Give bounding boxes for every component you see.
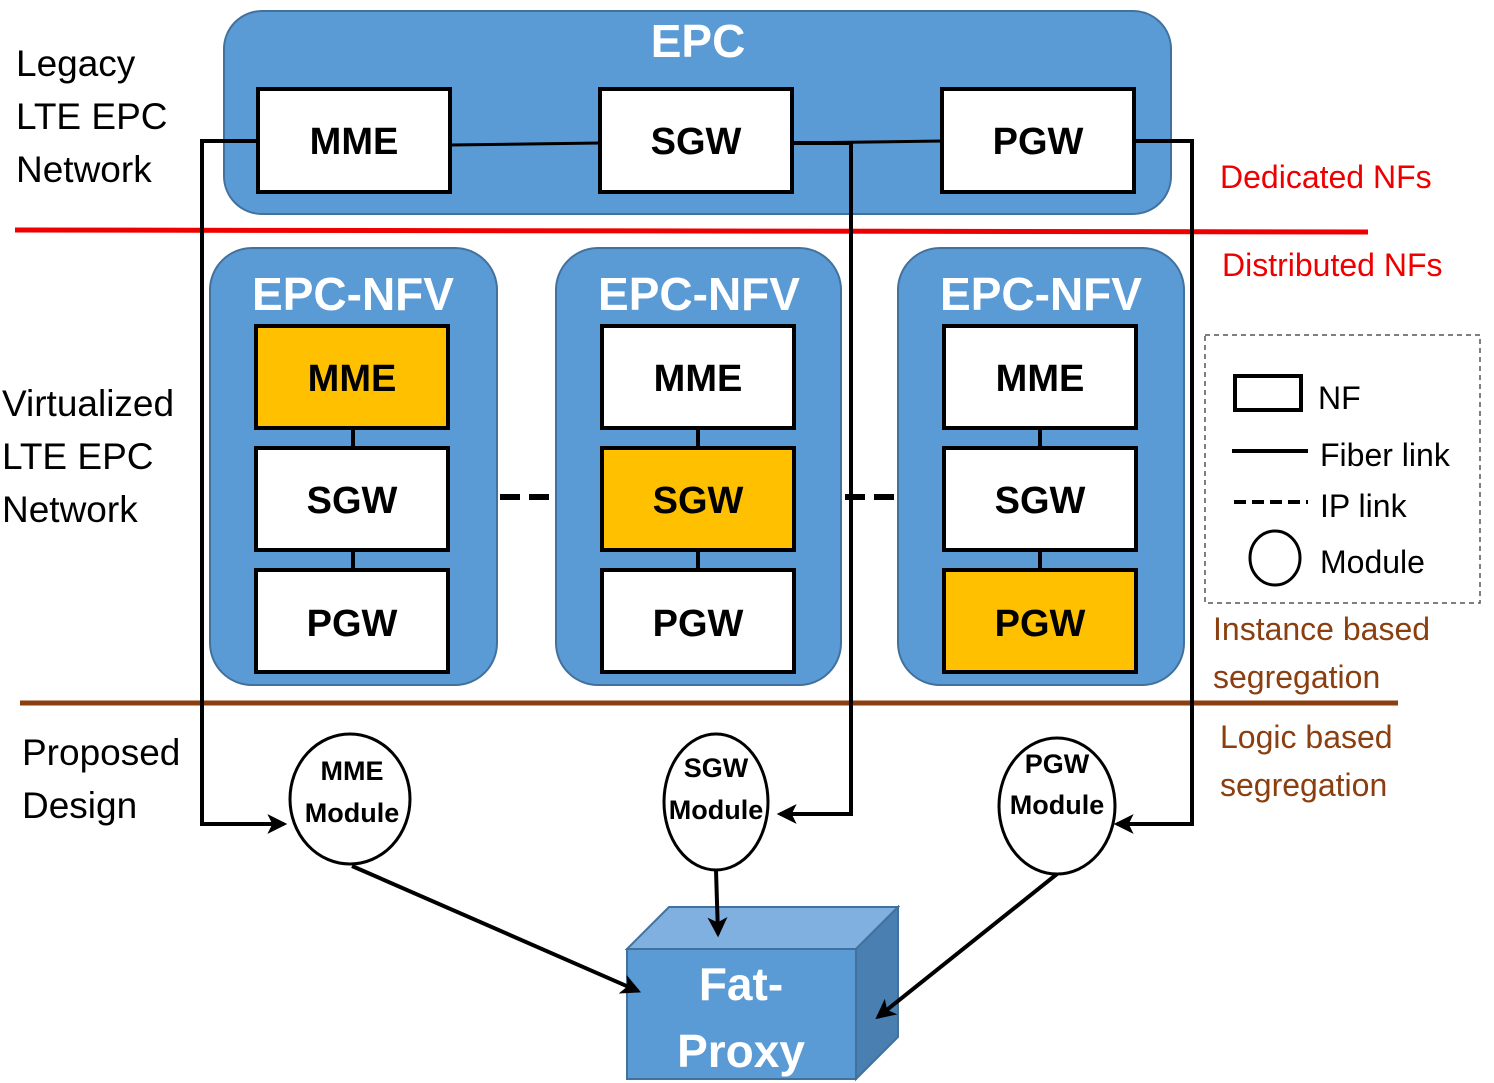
nf-label: PGW <box>307 603 398 645</box>
nf-label: MME <box>996 358 1085 400</box>
nfv-nf-mme[interactable]: MME <box>600 324 796 430</box>
fat-proxy-front-face <box>626 948 857 1080</box>
fat-proxy-label-2: Proxy <box>677 1025 805 1077</box>
nf-label: MME <box>308 358 397 400</box>
module-sgw[interactable]: SGW Module <box>662 732 770 872</box>
nf-label: PGW <box>993 121 1084 163</box>
nf-box-icon <box>1233 374 1303 412</box>
fat-proxy-label-1: Fat- <box>699 958 783 1010</box>
module-label-2: Module <box>669 795 764 825</box>
nfv-nf-sgw[interactable]: SGW <box>254 446 450 552</box>
fiber-link-pgw-module <box>1113 139 1194 834</box>
fiber-link-mme-sgw <box>449 141 601 147</box>
epc-nf-pgw[interactable]: PGW <box>940 87 1136 194</box>
fiber-link-sgw-module <box>776 141 853 824</box>
legacy-line-3: Network <box>16 149 152 190</box>
fiber-link-mme-module <box>200 139 288 834</box>
module-label-1: MME <box>321 756 384 786</box>
module-label-1: SGW <box>684 753 749 783</box>
proposed-line-1: Proposed <box>22 732 180 773</box>
nf-label: SGW <box>651 121 742 163</box>
epc-nfv-instance-1: EPC-NFV MME SGW PGW <box>209 247 498 686</box>
legacy-line-2: LTE EPC <box>16 96 167 137</box>
module-label-2: Module <box>1010 790 1105 820</box>
nfv-nf-pgw[interactable]: PGW <box>942 568 1138 674</box>
section-label-virtualized: Virtualized LTE EPC Network <box>2 383 174 530</box>
nfv-nf-pgw[interactable]: PGW <box>254 568 450 674</box>
module-circle-icon <box>1248 529 1302 587</box>
nfv-nf-mme[interactable]: MME <box>254 324 450 430</box>
epc-nfv-title: EPC-NFV <box>598 268 800 320</box>
epc-nfv-title: EPC-NFV <box>252 268 454 320</box>
nf-label: MME <box>310 121 399 163</box>
epc-nfv-instance-2: EPC-NFV MME SGW PGW <box>555 247 842 686</box>
nf-label: MME <box>654 358 743 400</box>
module-mme[interactable]: MME Module <box>288 732 412 866</box>
nfv-nf-pgw[interactable]: PGW <box>600 568 796 674</box>
arrow-pgw-module-to-proxy <box>875 872 1059 1020</box>
label-dedicated-nfs: Dedicated NFs <box>1220 159 1432 195</box>
label-instance-based-1: Instance based <box>1213 611 1430 647</box>
virtualized-line-1: Virtualized <box>2 383 174 424</box>
nf-label: SGW <box>653 480 744 522</box>
nf-label: SGW <box>307 480 398 522</box>
section-label-legacy: Legacy LTE EPC Network <box>16 43 167 190</box>
legend-ip-link: IP link <box>1320 488 1408 524</box>
epc-nfv-instance-3: EPC-NFV MME SGW PGW <box>897 247 1185 686</box>
legend: NF Fiber link IP link Module <box>1204 334 1481 604</box>
module-label-1: PGW <box>1025 749 1090 779</box>
epc-nfv-title: EPC-NFV <box>940 268 1142 320</box>
nf-label: PGW <box>653 603 744 645</box>
section-label-proposed: Proposed Design <box>22 732 180 826</box>
label-logic-based-2: segregation <box>1220 767 1387 803</box>
nfv-nf-mme[interactable]: MME <box>942 324 1138 430</box>
label-instance-based-2: segregation <box>1213 659 1380 695</box>
virtualized-line-2: LTE EPC <box>2 436 153 477</box>
legend-module: Module <box>1320 544 1425 580</box>
arrow-sgw-module-to-proxy <box>707 869 728 938</box>
nfv-nf-sgw[interactable]: SGW <box>942 446 1138 552</box>
module-pgw[interactable]: PGW Module <box>997 736 1117 876</box>
nfv-nf-sgw[interactable]: SGW <box>600 446 796 552</box>
fat-proxy-top-face <box>624 906 901 950</box>
divider-dedicated-distributed <box>14 227 1369 235</box>
module-label-2: Module <box>305 798 400 828</box>
nf-label: SGW <box>995 480 1086 522</box>
epc-title: EPC <box>651 15 746 67</box>
arrow-mme-module-to-proxy <box>351 864 642 994</box>
legacy-line-1: Legacy <box>16 43 136 84</box>
epc-nf-mme[interactable]: MME <box>256 87 452 194</box>
proposed-line-2: Design <box>22 785 137 826</box>
label-logic-based-1: Logic based <box>1220 719 1393 755</box>
virtualized-line-3: Network <box>2 489 138 530</box>
fat-proxy[interactable]: Fat- Proxy <box>624 904 901 1082</box>
legend-fiber-link: Fiber link <box>1320 437 1451 473</box>
label-distributed-nfs: Distributed NFs <box>1222 247 1443 283</box>
epc-nf-sgw[interactable]: SGW <box>598 87 794 194</box>
nf-label: PGW <box>995 603 1086 645</box>
legend-nf: NF <box>1318 380 1361 416</box>
